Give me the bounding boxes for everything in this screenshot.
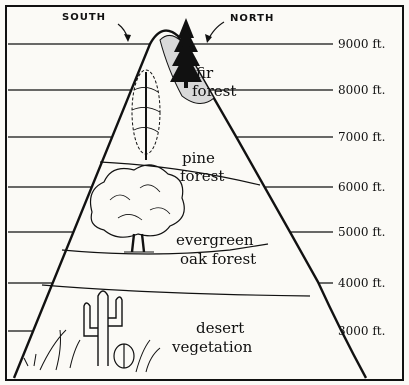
- altitude-label-4000: 4000 ft.: [338, 276, 385, 290]
- pine-zone-label-line2: forest: [180, 167, 224, 185]
- altitude-label-3000: 3000 ft.: [338, 324, 385, 338]
- desert-zone-label-line2: vegetation: [171, 338, 253, 356]
- pine-zone-label-line1: pine: [182, 149, 215, 167]
- south-label: SOUTH: [62, 12, 106, 23]
- fir-zone-label-line1: fir: [196, 64, 214, 82]
- altitude-label-5000: 5000 ft.: [338, 225, 385, 239]
- desert-zone-label-line1: desert: [196, 319, 244, 337]
- north-label: NORTH: [230, 13, 274, 24]
- oak-zone-label-line1: evergreen: [176, 231, 254, 249]
- altitude-label-9000: 9000 ft.: [338, 37, 385, 51]
- fir-zone-label-line2: forest: [192, 82, 236, 100]
- altitude-label-6000: 6000 ft.: [338, 180, 385, 194]
- altitude-label-7000: 7000 ft.: [338, 130, 385, 144]
- south-arrowhead: [124, 34, 131, 42]
- altitude-label-8000: 8000 ft.: [338, 83, 385, 97]
- oak-zone-label-line2: oak forest: [180, 250, 256, 268]
